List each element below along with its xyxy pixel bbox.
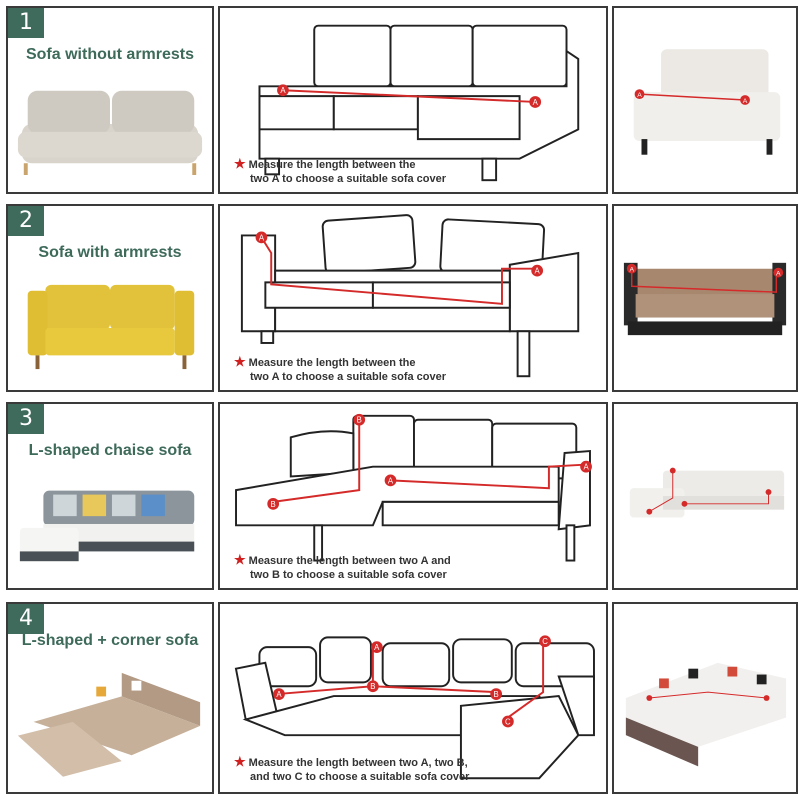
row4-note-line1: Measure the length between two A, two B, [248,757,468,769]
row4-diagram-cell: A A B B C C ★Measure the length between … [218,602,608,794]
row3-marker-b-left: B [271,500,276,509]
row2-marker-a-left: A [259,233,265,242]
row3-diagram-cell: B B A A ★Measure the length between two … [218,402,608,590]
row2-diagram-cell: A A ★Measure the length between the two … [218,204,608,392]
row4-note-line2: and two C to choose a suitable sofa cove… [250,771,470,783]
star-icon: ★ [234,552,246,567]
row2-label-cell: 2 Sofa with armrests [6,204,214,392]
svg-text:A: A [743,98,748,105]
row4-title: L-shaped + corner sofa [21,632,199,649]
row2-marker-a-right: A [535,267,541,276]
row3-note-line1: Measure the length between two A and [248,555,451,567]
row3-instruction: ★Measure the length between two A and tw… [234,553,451,582]
row4-instruction: ★Measure the length between two A, two B… [234,755,469,784]
row4-marker-c-bottom: C [505,717,511,726]
row4-photo-cell [612,602,798,794]
row1-photo: A A [620,14,790,186]
row4-marker-a-top: A [374,643,380,652]
row2-instruction: ★Measure the length between the two A to… [234,355,446,384]
row2-photo: A A [620,212,790,384]
row1-label-cell: 1 Sofa without armrests [6,6,214,194]
row3-label-cell: 3 L-shaped chaise sofa [6,402,214,590]
row2-sofa-thumbnail [14,270,206,380]
row3-title: L-shaped chaise sofa [28,442,192,459]
row3-number: 3 [8,404,44,434]
row4-label-cell: 4 L-shaped + corner sofa [6,602,214,794]
row1-title: Sofa without armrests [25,46,195,63]
row2-number: 2 [8,206,44,236]
row3-marker-a-left: A [388,476,394,485]
star-icon: ★ [234,156,246,171]
row4-photo [620,610,790,786]
row4-marker-c-top: C [542,637,548,646]
row3-marker-b-top: B [357,416,362,425]
row3-marker-a-right: A [583,463,589,472]
row3-photo-cell [612,402,798,590]
star-icon: ★ [234,754,246,769]
star-icon: ★ [234,354,246,369]
row1-number: 1 [8,8,44,38]
row4-marker-b-right: B [494,690,499,699]
row4-marker-b-left: B [370,682,375,691]
row1-marker-a-right: A [533,98,539,107]
row3-sofa-thumbnail [14,468,206,578]
row4-number: 4 [8,604,44,634]
row1-note-line1: Measure the length between the [248,159,416,171]
row1-diagram-cell: A A ★Measure the length between the two … [218,6,608,194]
row1-note-line2: two A to choose a suitable sofa cover [250,173,447,185]
row2-title: Sofa with armrests [38,244,182,261]
row3-diagram: B B A A [224,408,602,584]
row1-sofa-thumbnail [14,72,206,182]
row2-note-line2: two A to choose a suitable sofa cover [250,371,447,383]
row2-note-line1: Measure the length between the [248,357,416,369]
svg-text:A: A [776,271,781,278]
row1-marker-a-left: A [280,86,286,95]
row3-photo [620,410,790,582]
row3-note-line2: two B to choose a suitable sofa cover [250,569,447,581]
row2-diagram: A A [224,210,602,386]
row1-instruction: ★Measure the length between the two A to… [234,157,446,186]
row1-photo-cell: A A [612,6,798,194]
row4-marker-a-left: A [276,690,282,699]
row2-photo-cell: A A [612,204,798,392]
row4-sofa-thumbnail [14,652,206,782]
row4-diagram: A A B B C C [224,608,602,788]
row1-diagram: A A [224,12,602,188]
svg-text:A: A [637,92,642,99]
svg-text:A: A [629,267,634,274]
